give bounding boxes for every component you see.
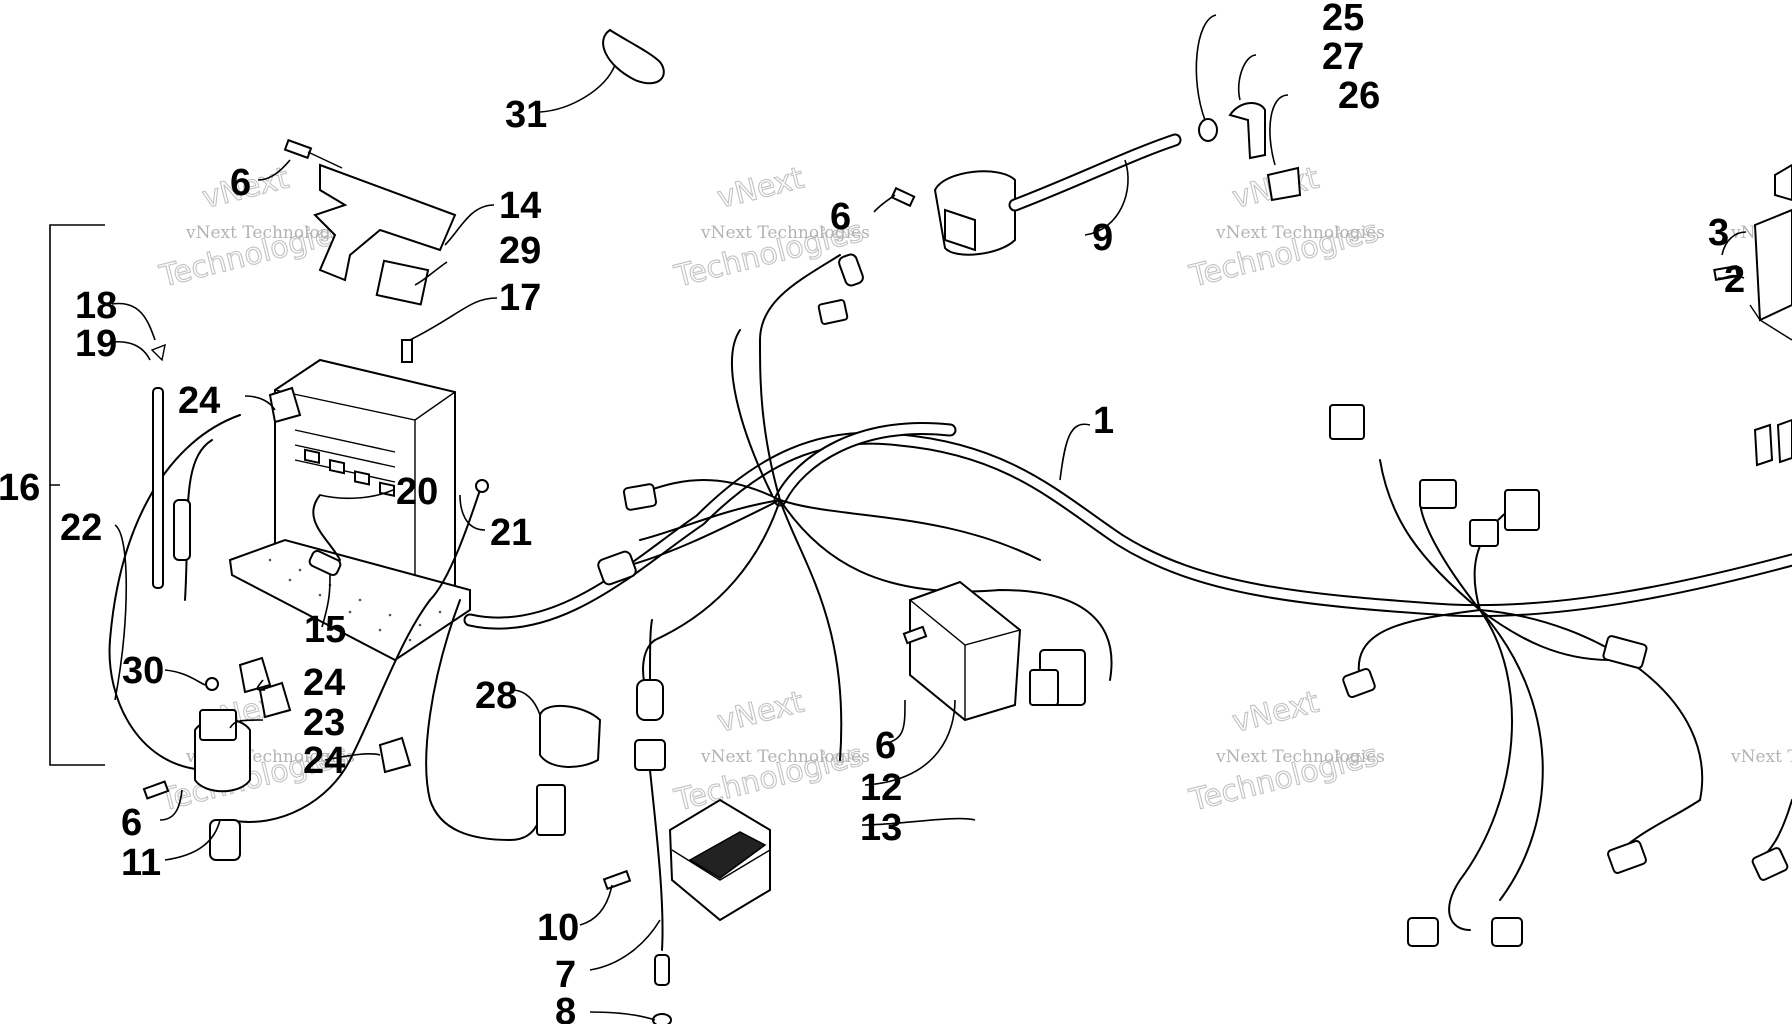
callout-24-battery: 24 [178, 380, 220, 422]
pad-29 [375, 259, 430, 306]
callout-25: 25 [1322, 0, 1364, 39]
callout-3: 3 [1708, 212, 1729, 254]
watermark-text: vNext Technologies [700, 223, 870, 243]
vent-tube [152, 387, 164, 589]
right-edge-assembly [1713, 163, 1792, 467]
relay [536, 704, 602, 836]
watermark-vnext: vNext [714, 685, 808, 740]
callout-27: 27 [1322, 36, 1364, 78]
callout-29: 29 [499, 230, 541, 272]
callout-12: 12 [860, 767, 902, 809]
retaining-ring [602, 28, 665, 85]
callouts: 1 2 3 6 6 6 6 7 8 9 10 11 12 13 14 15 16… [0, 0, 1745, 1024]
callout-31: 31 [505, 94, 547, 136]
callout-15: 15 [304, 609, 346, 651]
leader-lines [49, 14, 1747, 1021]
callout-30: 30 [122, 650, 164, 692]
watermark-text: vNext Technologies [1215, 747, 1385, 767]
callout-6-module: 6 [875, 725, 896, 767]
ignition-coil [890, 133, 1182, 256]
callout-9: 9 [1092, 217, 1113, 259]
fuse-holder [634, 619, 672, 1024]
bolt-10 [602, 869, 632, 891]
pad-texture [268, 558, 442, 642]
watermark-vnext: vNext [1229, 685, 1323, 740]
callout-26: 26 [1338, 75, 1380, 117]
callout-23: 23 [303, 702, 345, 744]
voltage-regulator [668, 798, 771, 922]
callout-18: 18 [75, 285, 117, 327]
callout-6-coil: 6 [830, 196, 851, 238]
main-wiring-harness [463, 254, 1792, 931]
callout-6-top: 6 [230, 162, 251, 204]
battery-cables [108, 414, 543, 842]
clip [401, 339, 413, 363]
callout-10: 10 [537, 907, 579, 949]
hold-down-bracket [313, 163, 457, 282]
callout-7: 7 [555, 954, 576, 996]
control-module [902, 580, 1086, 722]
watermark-text: vNext Technologies [1730, 747, 1792, 767]
spark-plug-cap [1198, 102, 1302, 202]
callout-21: 21 [490, 512, 532, 554]
callout-8: 8 [555, 991, 576, 1024]
callout-22: 22 [60, 507, 102, 549]
callout-14: 14 [499, 185, 541, 227]
callout-11: 11 [121, 842, 161, 884]
callout-17: 17 [499, 277, 541, 319]
callout-1: 1 [1093, 400, 1114, 442]
callout-28: 28 [475, 675, 517, 717]
bolt [283, 138, 343, 169]
callout-13: 13 [860, 807, 902, 849]
watermark-text: vNext Technologies [1215, 223, 1385, 243]
watermark-text: vNext Technologies [185, 223, 355, 243]
starter-solenoid [142, 709, 251, 861]
callout-6-solenoid: 6 [121, 802, 142, 844]
watermark-vnext: vNext [714, 161, 808, 216]
callout-19: 19 [75, 323, 117, 365]
terminal-boots [205, 386, 412, 774]
callout-24-lower: 24 [303, 740, 345, 782]
watermark-text: vNext Technologies [700, 747, 870, 767]
callout-2: 2 [1724, 259, 1745, 301]
callout-20: 20 [396, 471, 438, 513]
callout-24-mid: 24 [303, 662, 345, 704]
callout-16: 16 [0, 467, 40, 509]
harness-connectors [597, 253, 1789, 947]
